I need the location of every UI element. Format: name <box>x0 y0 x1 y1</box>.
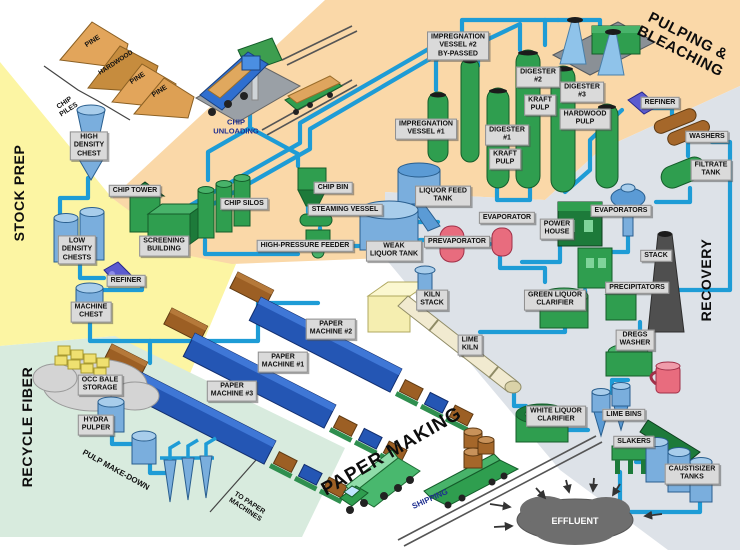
label-lime-bins: LIME BINS <box>602 408 646 422</box>
label-high-pressure-feeder: HIGH-PRESSURE FEEDER <box>256 239 354 253</box>
label-refiner-bleach: REFINER <box>640 96 680 110</box>
label-chip-bin: CHIP BIN <box>313 181 353 195</box>
label-prevaporator: PREVAPORATOR <box>424 235 490 249</box>
label-digester-1: DIGESTER #1 <box>485 124 529 146</box>
chip-silos-shape <box>197 174 251 239</box>
effluent-cloud <box>516 496 634 545</box>
label-filtrate-tank: FILTRATE TANK <box>690 159 732 181</box>
label-kiln-stack: KILN STACK <box>416 289 448 311</box>
truck-cab <box>241 55 261 71</box>
pine-pile-3-shape <box>132 77 195 119</box>
evaporators-shape <box>610 183 646 237</box>
chip-piles-bracket <box>43 65 131 121</box>
chip-piles-shapes <box>59 21 195 119</box>
label-evaporators: EVAPORATORS <box>590 204 652 218</box>
label-impregnation-vessel-2: IMPREGNATION VESSEL #2 BY-PASSED <box>427 31 489 61</box>
label-paper-machine-1: PAPER MACHINE #1 <box>257 351 309 373</box>
label-stack: STACK <box>640 249 672 263</box>
label-screening-building: SCREENING BUILDING <box>139 235 189 257</box>
label-machine-chest: MACHINE CHEST <box>70 301 112 323</box>
dregs-washer-shape <box>605 343 681 394</box>
label-kraft-pulp-a: KRAFT PULP <box>524 94 556 116</box>
pine-pile-1-shape <box>59 21 129 69</box>
label-caustisizer-tanks: CAUSTISIZER TANKS <box>664 463 720 485</box>
label-high-density-chest: HIGH DENSITY CHEST <box>69 131 109 161</box>
label-washers: WASHERS <box>685 130 729 144</box>
label-impregnation-vessel-1: IMPREGNATION VESSEL #1 <box>395 118 457 140</box>
label-paper-machine-3: PAPER MACHINE #3 <box>206 380 258 402</box>
label-steaming-vessel: STEAMING VESSEL <box>307 203 383 217</box>
label-paper-machine-2: PAPER MACHINE #2 <box>305 318 357 340</box>
paper-rolls <box>463 427 495 469</box>
label-slakers: SLAKERS <box>613 435 655 449</box>
rail-tracks <box>261 25 603 547</box>
label-hydra-pulper: HYDRA PULPER <box>77 414 115 436</box>
section-title-recovery: RECOVERY <box>698 238 714 322</box>
pulp-makedown-tank-shape <box>131 430 157 465</box>
label-weak-liquor-tank: WEAK LIQUOR TANK <box>365 240 423 262</box>
paper-machine-1-shape <box>163 307 408 469</box>
to-paper-machines-line <box>209 459 257 513</box>
rail-chip-car <box>284 75 343 115</box>
label-refiner-stock: REFINER <box>106 274 146 288</box>
label-kraft-pulp-b: KRAFT PULP <box>489 148 521 170</box>
label-chip-tower: CHIP TOWER <box>108 184 162 198</box>
chip-car-load <box>287 75 341 104</box>
label-occ-bale-storage: OCC BALE STORAGE <box>77 374 123 396</box>
section-title-recycle-fiber: RECYCLE FIBER <box>19 366 35 488</box>
label-digester-2: DIGESTER #2 <box>516 66 560 88</box>
label-hardwood-pulp: HARDWOOD PULP <box>559 108 611 130</box>
label-evaporator: EVAPORATOR <box>478 211 536 225</box>
shipping-truck <box>339 449 421 514</box>
chip-unloading-label: CHIP UNLOADING <box>213 117 259 135</box>
paper-machine-3-shape <box>103 343 348 505</box>
section-title-stock-prep: STOCK PREP <box>11 144 27 242</box>
impregnation-vessel-2-shape <box>460 57 480 163</box>
label-power-house: POWER HOUSE <box>539 218 575 240</box>
evaporator-shape <box>491 227 513 257</box>
effluent-arrows <box>489 477 663 531</box>
chip-truck <box>194 37 302 123</box>
effluent-label: EFFLUENT <box>551 516 599 526</box>
occ-bales <box>54 345 110 378</box>
label-dregs-washer: DREGS WASHER <box>615 329 655 351</box>
label-green-liquor-clarifier: GREEN LIQUOR CLARIFIER <box>523 289 587 311</box>
label-precipitators: PRECIPITATORS <box>605 281 669 295</box>
label-digester-3: DIGESTER #3 <box>560 81 604 103</box>
stock-prep-region <box>0 62 236 445</box>
label-liquor-feed-tank: LIQUOR FEED TANK <box>415 185 471 207</box>
recovery-boiler-building <box>551 17 657 76</box>
label-chip-silos: CHIP SILOS <box>220 197 268 211</box>
label-white-liquor-clarifier: WHITE LIQUOR CLARIFIER <box>526 405 586 427</box>
cleaner-cones-shape <box>160 436 217 503</box>
label-lime-kiln: LIME KILN <box>457 334 483 356</box>
label-low-density-chests: LOW DENSITY CHESTS <box>57 235 97 265</box>
